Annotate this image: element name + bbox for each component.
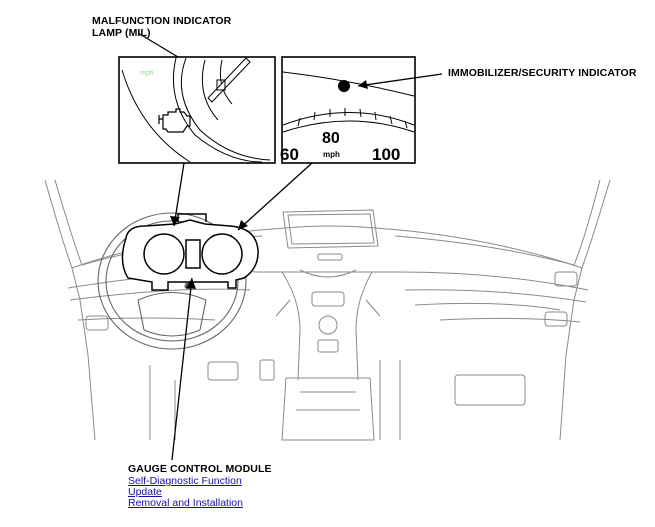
update-link[interactable]: Update [128, 486, 162, 498]
self-diagnostic-link[interactable]: Self-Diagnostic Function [128, 475, 242, 487]
removal-installation-link[interactable]: Removal and Installation [128, 497, 243, 509]
engine-check-icon [158, 108, 191, 133]
mil-callout-line2: LAMP (MIL) [92, 27, 151, 39]
speed-tick-mid: 80 [322, 130, 340, 147]
speed-unit: mph [323, 150, 340, 159]
speed-tick-right: 100 [372, 145, 400, 164]
immobilizer-indicator-icon [338, 80, 350, 92]
immobilizer-callout: IMMOBILIZER/SECURITY INDICATOR [448, 67, 637, 79]
mil-callout-line1: MALFUNCTION INDICATOR [92, 15, 232, 27]
speed-tick-left: 60 [280, 145, 299, 164]
gauge-module-callout: GAUGE CONTROL MODULE [128, 463, 272, 475]
svg-text:mph: mph [140, 70, 154, 77]
